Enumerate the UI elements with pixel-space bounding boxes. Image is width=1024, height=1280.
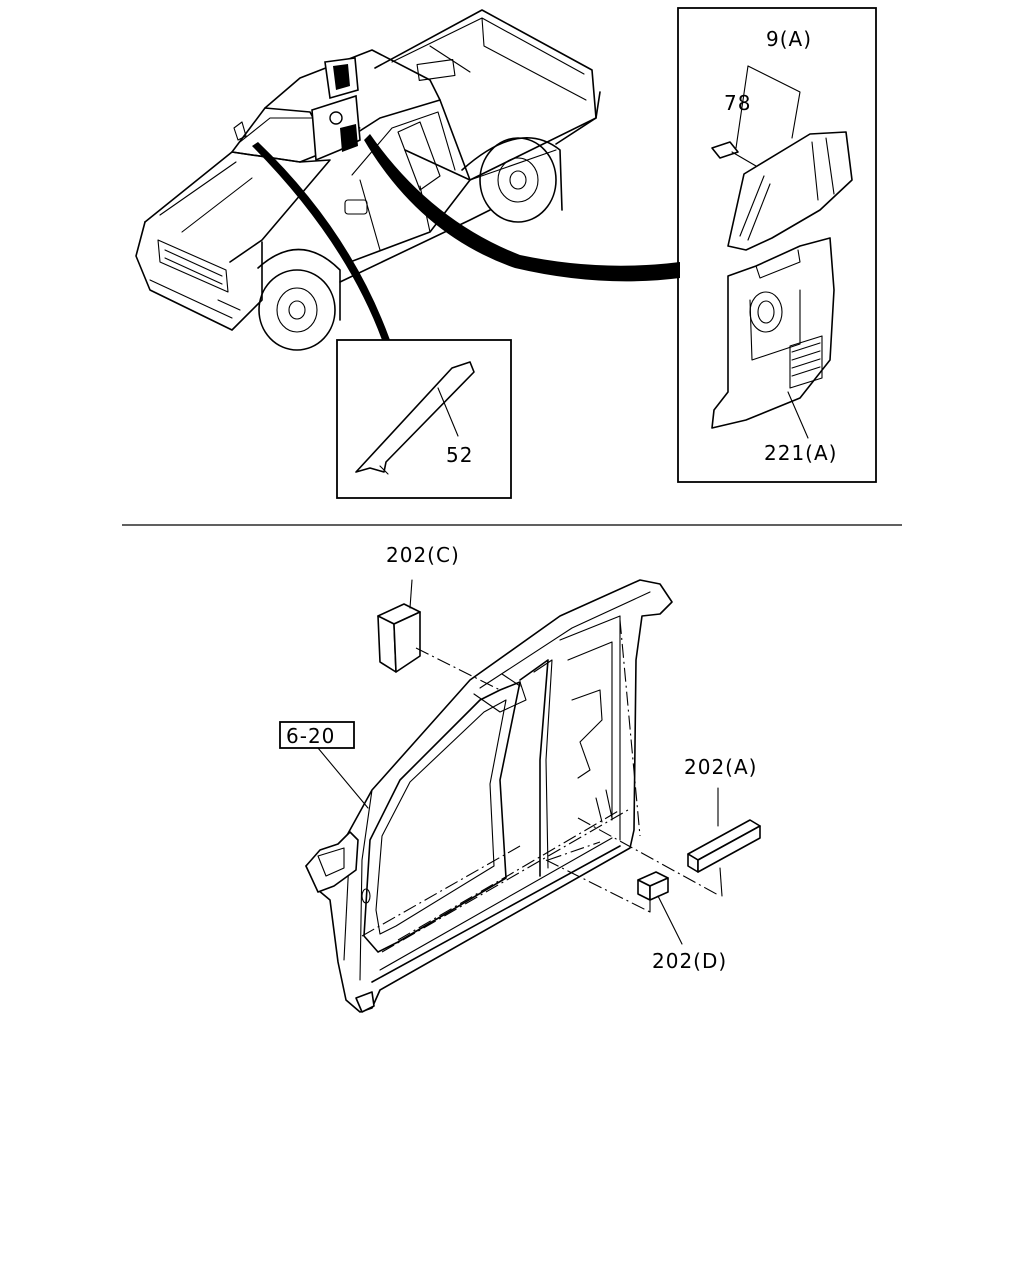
leader-swoosh-a-pillar xyxy=(252,142,390,340)
block-202c xyxy=(377,603,421,673)
label-9a: 9(A) xyxy=(766,27,812,51)
detail-box-rear-trim: 9(A) 78 221(A) xyxy=(677,7,877,483)
detail-box-pillar-trim: 52 xyxy=(336,339,512,499)
leader-52 xyxy=(437,387,459,437)
clip-78 xyxy=(711,141,739,159)
leader-202d xyxy=(657,895,683,945)
leader-6-20 xyxy=(317,747,369,809)
label-52: 52 xyxy=(446,443,473,467)
label-202d: 202(D) xyxy=(652,949,727,973)
block-202a xyxy=(687,819,761,873)
side-body-panel-illustration xyxy=(305,579,673,1013)
pillar-trim-part xyxy=(355,361,475,473)
block-202d xyxy=(637,871,669,901)
label-78: 78 xyxy=(724,91,751,115)
label-202c: 202(C) xyxy=(386,543,460,567)
label-6-20: 6-20 xyxy=(286,724,335,748)
lower-trim-221a xyxy=(711,237,835,429)
leader-swoosh-rear-trim xyxy=(364,134,680,282)
label-221a: 221(A) xyxy=(764,441,837,465)
ref-box-6-20 xyxy=(279,721,355,749)
leader-221a xyxy=(787,391,809,439)
label-202a: 202(A) xyxy=(684,755,757,779)
upper-trim-9a xyxy=(727,131,853,251)
